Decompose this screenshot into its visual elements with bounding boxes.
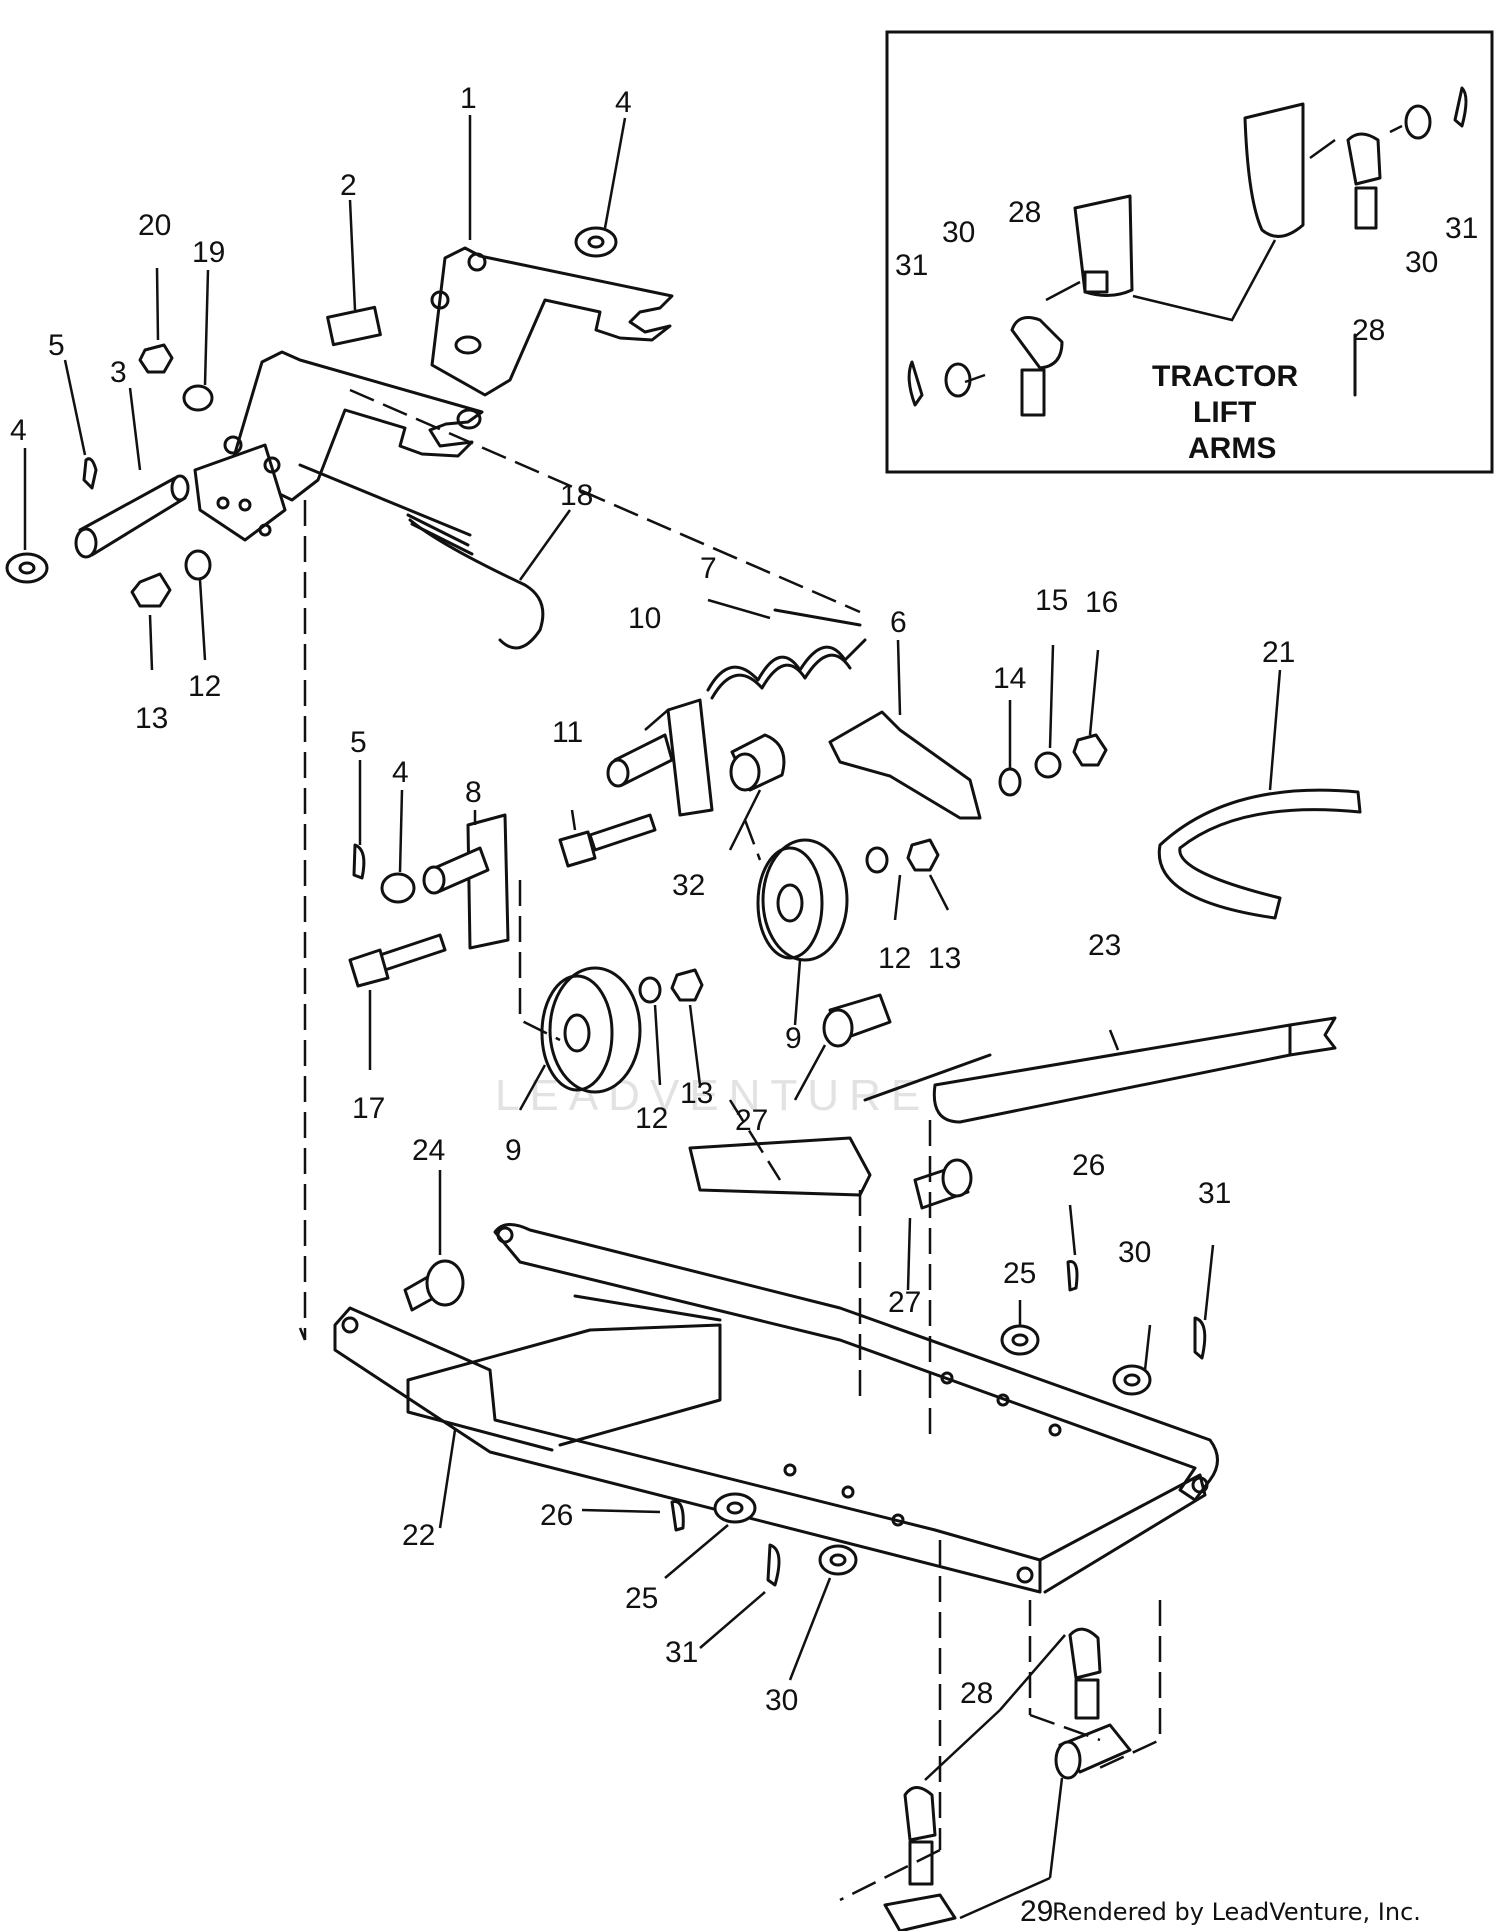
callout-26: 26 — [540, 1499, 573, 1532]
inset-label-line-3: ARMS — [1188, 432, 1276, 465]
callout-13: 13 — [928, 942, 961, 975]
callout-4: 4 — [615, 86, 632, 119]
callout-23: 23 — [1088, 929, 1121, 962]
callout-7: 7 — [700, 552, 717, 585]
callout-28: 28 — [960, 1677, 993, 1710]
idler-arm — [828, 710, 982, 820]
callout-24: 24 — [412, 1134, 445, 1167]
eyebolt — [1068, 1627, 1102, 1680]
pivot-pin — [74, 474, 190, 559]
callout-26: 26 — [1072, 1149, 1105, 1182]
nut — [138, 343, 174, 374]
callout-22: 22 — [402, 1519, 435, 1552]
callout-13: 13 — [680, 1077, 713, 1110]
callout-18: 18 — [560, 479, 593, 512]
belt-guide — [1157, 788, 1362, 920]
washer — [574, 226, 618, 258]
callout-19: 19 — [192, 236, 225, 269]
callout-2: 2 — [340, 169, 357, 202]
lift-lever-arm — [932, 1023, 1292, 1124]
lift-bracket-assembly — [193, 246, 674, 542]
callout-30: 30 — [1405, 246, 1438, 279]
washer — [182, 384, 214, 412]
washer — [818, 1544, 858, 1576]
callout-15: 15 — [1035, 584, 1068, 617]
callout-27: 27 — [735, 1104, 768, 1137]
callout-17: 17 — [352, 1092, 385, 1125]
callout-9: 9 — [505, 1134, 522, 1167]
inset-label-line-2: LIFT — [1193, 396, 1256, 429]
lock-washer — [184, 549, 212, 581]
washer — [1000, 1324, 1040, 1356]
lift-frame — [333, 1223, 1219, 1594]
callout-13: 13 — [135, 702, 168, 735]
washer — [713, 1492, 757, 1524]
idler-sheave-lower — [540, 966, 704, 1094]
callout-25: 25 — [1003, 1257, 1036, 1290]
callout-20: 20 — [138, 209, 171, 242]
pad — [326, 305, 382, 347]
eyebolt — [903, 1786, 937, 1842]
idler-bracket — [666, 698, 714, 817]
callout-28: 28 — [1352, 314, 1385, 347]
callout-31: 31 — [665, 1636, 698, 1669]
mounting-bracket — [466, 813, 510, 950]
callout-30: 30 — [765, 1684, 798, 1717]
callout-25: 25 — [625, 1582, 658, 1615]
callout-31: 31 — [1198, 1177, 1231, 1210]
callout-29: 29 — [1020, 1895, 1053, 1928]
bolt — [588, 813, 657, 852]
tension-spring — [706, 608, 867, 700]
hook-rod — [298, 463, 545, 650]
callout-8: 8 — [465, 776, 482, 809]
callout-27: 27 — [888, 1286, 921, 1319]
cotter-pin — [1066, 1260, 1079, 1292]
callout-30: 30 — [942, 216, 975, 249]
callout-12: 12 — [878, 942, 911, 975]
washer — [5, 552, 49, 584]
callout-30: 30 — [1118, 1236, 1151, 1269]
inset-tractor-lift-arms: TRACTOR LIFT ARMS — [885, 30, 1494, 474]
inset-label-line-1: TRACTOR — [1152, 360, 1298, 393]
idler-sheave-upper — [756, 838, 940, 962]
callout-31: 31 — [1445, 212, 1478, 245]
hair-pin — [766, 1543, 781, 1587]
washer — [380, 872, 416, 904]
nut — [130, 572, 172, 608]
callout-28: 28 — [1008, 196, 1041, 229]
callout-12: 12 — [188, 670, 221, 703]
callout-31: 31 — [895, 249, 928, 282]
callout-5: 5 — [48, 329, 65, 362]
callout-4: 4 — [10, 414, 27, 447]
callout-32: 32 — [672, 869, 705, 902]
alignment-lines — [303, 500, 1162, 1902]
callout-9: 9 — [785, 1022, 802, 1055]
callout-3: 3 — [110, 356, 127, 389]
callout-10: 10 — [628, 602, 661, 635]
callout-16: 16 — [1085, 586, 1118, 619]
callout-12: 12 — [635, 1102, 668, 1135]
cotter-pin — [670, 1500, 685, 1532]
callout-6: 6 — [890, 606, 907, 639]
washer — [1112, 1364, 1152, 1396]
credit-text: Rendered by LeadVenture, Inc. — [1052, 1898, 1421, 1926]
callout-14: 14 — [993, 662, 1026, 695]
callout-11: 11 — [552, 716, 583, 749]
cotter-pin — [352, 843, 366, 880]
cotter-pin — [82, 457, 98, 490]
callout-1: 1 — [460, 82, 477, 115]
trunnion — [883, 1893, 957, 1931]
callout-4: 4 — [392, 756, 409, 789]
bolt — [378, 933, 447, 972]
callout-5: 5 — [350, 726, 367, 759]
callout-21: 21 — [1262, 636, 1295, 669]
hair-pin — [1193, 1316, 1207, 1360]
